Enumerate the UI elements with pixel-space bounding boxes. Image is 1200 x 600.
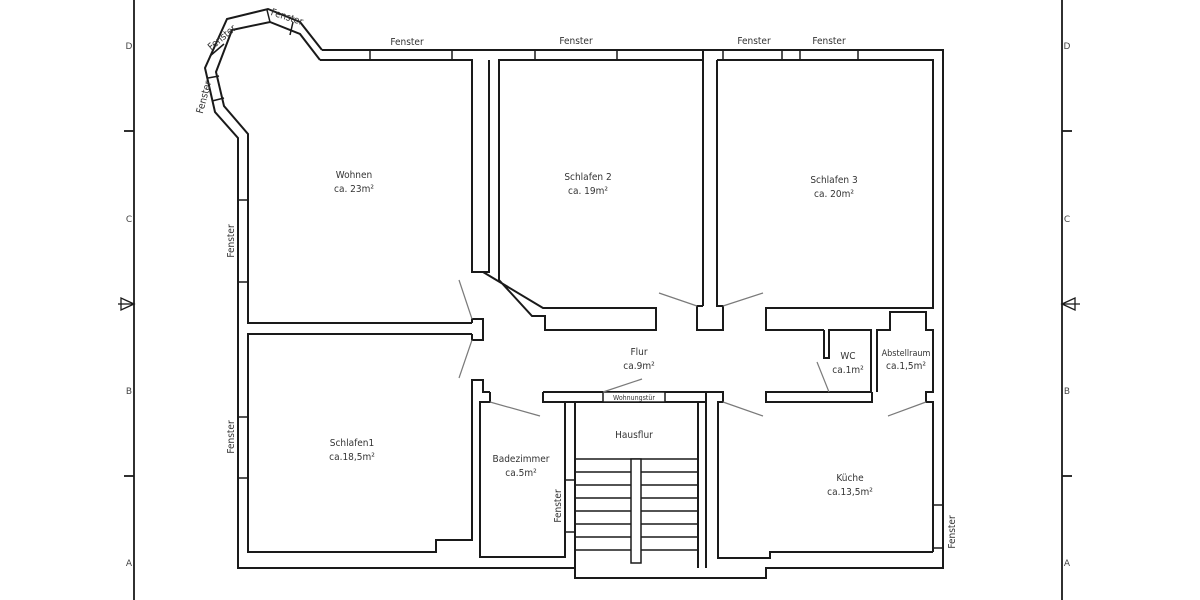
windows <box>207 9 943 549</box>
grid-label: C <box>126 215 132 225</box>
grid-label: D <box>1064 42 1071 52</box>
room-name-schlafen1: Schlafen1 <box>330 438 375 449</box>
center-mark-left-icon <box>118 296 136 312</box>
room-kueche-walls <box>705 391 933 559</box>
drawing-frame <box>118 0 1080 600</box>
room-wc-walls <box>765 311 934 552</box>
window-label: Fenster <box>737 36 771 47</box>
room-name-badezimmer: Badezimmer <box>493 454 550 465</box>
window-label: Fenster <box>947 515 958 549</box>
room-name-kueche: Küche <box>836 473 864 484</box>
room-name-wc: WC <box>840 351 855 362</box>
window-label: Fenster <box>812 36 846 47</box>
room-labels: Wohnen ca. 23m² Schlafen 2 ca. 19m² Schl… <box>329 170 930 498</box>
room-area-schlafen1: ca.18,5m² <box>329 452 375 463</box>
room-schlafen3-walls <box>717 59 934 331</box>
room-name-wohnen: Wohnen <box>336 170 372 181</box>
window-label: Fenster <box>226 224 237 258</box>
staircase <box>575 458 698 564</box>
grid-label: A <box>1064 559 1071 569</box>
window-label: Fenster <box>226 420 237 454</box>
room-wohnen-walls <box>320 59 484 341</box>
grid-label: D <box>126 42 133 52</box>
room-area-kueche: ca.13,5m² <box>827 487 873 498</box>
room-name-hausflur: Hausflur <box>615 430 653 441</box>
grid-label: B <box>1064 387 1070 397</box>
grid-label: B <box>126 387 132 397</box>
center-mark-right-icon <box>1060 296 1080 312</box>
grid-label: A <box>126 559 133 569</box>
room-area-badezimmer: ca.5m² <box>505 468 537 479</box>
room-area-wohnen: ca. 23m² <box>334 184 374 195</box>
wall-column-center <box>696 50 724 331</box>
room-area-wc: ca.1m² <box>832 365 864 376</box>
room-name-schlafen2: Schlafen 2 <box>564 172 611 183</box>
window-label: Fenster <box>269 7 304 28</box>
window-label: Fenster <box>553 489 564 523</box>
window-label: Fenster <box>559 36 593 47</box>
room-name-abstellraum: Abstellraum <box>882 349 931 359</box>
room-area-schlafen3: ca. 20m² <box>814 189 854 200</box>
room-schlafen1-walls <box>247 333 490 553</box>
grid-label: C <box>1064 215 1070 225</box>
exterior-wall <box>203 7 944 579</box>
door-swings <box>458 279 927 417</box>
room-name-schlafen3: Schlafen 3 <box>810 175 857 186</box>
entrance-door-label: Wohnungstür <box>613 394 655 402</box>
room-name-flur: Flur <box>630 347 647 358</box>
grid-labels-left: D C B A <box>126 42 133 569</box>
room-schlafen2-walls <box>479 59 704 331</box>
room-area-schlafen2: ca. 19m² <box>568 186 608 197</box>
window-labels: Fenster Fenster Fenster Fenster Fenster … <box>195 7 958 548</box>
room-area-abstellraum: ca.1,5m² <box>886 361 926 372</box>
room-area-flur: ca.9m² <box>623 361 655 372</box>
grid-labels-right: D C B A <box>1064 42 1071 569</box>
window-label: Fenster <box>390 37 424 48</box>
